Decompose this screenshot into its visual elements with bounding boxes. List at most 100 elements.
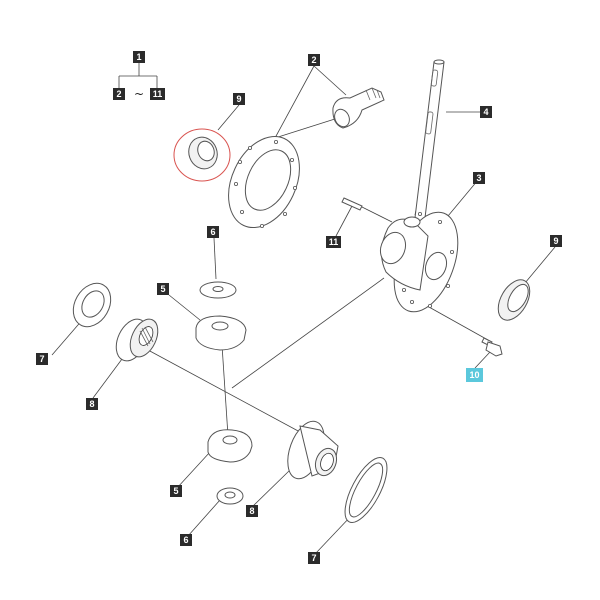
range-symbol: ~ bbox=[134, 87, 144, 101]
case-window bbox=[379, 231, 407, 265]
leader-6-bottom bbox=[187, 499, 221, 537]
callout-2[interactable]: 2 bbox=[308, 54, 320, 66]
callout-1-label: 1 bbox=[136, 52, 141, 62]
bolt-part-10 bbox=[481, 337, 503, 357]
callout-8-left[interactable]: 8 bbox=[86, 398, 98, 410]
leader-9-top bbox=[217, 104, 240, 131]
leader-10-axis bbox=[419, 301, 489, 341]
washer-7-left-inner bbox=[81, 290, 105, 318]
gear-8-left-teeth bbox=[139, 326, 154, 347]
differential-case-part-3 bbox=[379, 211, 459, 313]
case-bore bbox=[424, 251, 448, 281]
leader-6-top bbox=[213, 237, 217, 280]
callout-5-top[interactable]: 5 bbox=[157, 283, 169, 295]
callout-5-top-label: 5 bbox=[160, 284, 165, 294]
seal-part-9-top bbox=[173, 128, 231, 182]
pin-part-11 bbox=[341, 197, 363, 211]
gear-5-bottom-hub bbox=[222, 435, 238, 445]
highlight-ring bbox=[173, 128, 231, 182]
callout-10-label: 10 bbox=[469, 370, 479, 380]
callout-11-group[interactable]: 11 bbox=[150, 88, 165, 100]
washer-part-6-top bbox=[199, 281, 237, 299]
callout-5-bottom-label: 5 bbox=[173, 486, 178, 496]
callout-7-bottom[interactable]: 7 bbox=[308, 552, 320, 564]
leader-2-ring bbox=[274, 65, 315, 139]
leader-11 bbox=[335, 205, 353, 237]
callout-9-top-label: 9 bbox=[236, 94, 241, 104]
gear-8-bottom-spline bbox=[320, 452, 334, 472]
gear-5-top-body bbox=[195, 315, 247, 351]
callout-10-highlighted[interactable]: 10 bbox=[466, 368, 483, 382]
callout-3[interactable]: 3 bbox=[473, 172, 485, 184]
leader-5-top bbox=[168, 294, 201, 321]
case-bolt-holes bbox=[401, 211, 454, 308]
callout-4[interactable]: 4 bbox=[480, 106, 492, 118]
leader-axis-gear bbox=[147, 349, 301, 433]
bolt-head bbox=[485, 341, 503, 357]
callout-2-group[interactable]: 2 bbox=[113, 88, 125, 100]
shaft-end bbox=[433, 59, 445, 65]
leader-11-pin bbox=[359, 205, 393, 223]
leader-2-pinion bbox=[313, 65, 347, 96]
leader-lines bbox=[51, 63, 556, 554]
gear-5-top-hub bbox=[211, 321, 229, 331]
callout-1[interactable]: 1 bbox=[133, 51, 145, 63]
washer-part-6-bottom bbox=[216, 487, 244, 505]
callout-6-bottom-label: 6 bbox=[183, 535, 188, 545]
side-gear-part-8-bottom bbox=[287, 420, 339, 480]
callout-9-right-label: 9 bbox=[553, 236, 558, 246]
shaft-slot-2 bbox=[425, 111, 434, 135]
seal-part-9-right bbox=[497, 279, 531, 321]
leader-2-link bbox=[274, 117, 339, 139]
gear-5-bottom-body bbox=[207, 429, 253, 463]
callout-3-label: 3 bbox=[476, 173, 481, 183]
ring-gear-inner bbox=[244, 149, 292, 211]
leader-8-left bbox=[92, 354, 126, 399]
washer-6-top-inner bbox=[212, 286, 224, 292]
gear-part-5-bottom bbox=[207, 429, 253, 463]
callout-11-label: 11 bbox=[329, 237, 339, 247]
shaft-slot-1 bbox=[430, 69, 439, 87]
case-boss bbox=[403, 216, 421, 228]
callout-8-bottom-label: 8 bbox=[249, 506, 254, 516]
pinion-threads bbox=[365, 87, 381, 101]
seal-inner bbox=[197, 140, 215, 162]
shaft-body bbox=[413, 61, 445, 227]
thrust-washer-part-7-left bbox=[72, 282, 112, 328]
washer-7-bottom-inner bbox=[348, 462, 384, 518]
leader-axis-diagonal bbox=[231, 277, 385, 389]
callout-7-left[interactable]: 7 bbox=[36, 353, 48, 365]
callout-8-bottom[interactable]: 8 bbox=[246, 505, 258, 517]
ring-gear-part-2 bbox=[228, 135, 300, 229]
leader-9-right bbox=[524, 246, 556, 284]
side-gear-part-8-left bbox=[115, 318, 159, 362]
callout-9-top[interactable]: 9 bbox=[233, 93, 245, 105]
callout-2-group-label: 2 bbox=[116, 89, 121, 99]
callout-7-left-label: 7 bbox=[39, 354, 44, 364]
gear-part-5-top bbox=[195, 315, 247, 351]
callout-5-bottom[interactable]: 5 bbox=[170, 485, 182, 497]
leader-10 bbox=[474, 351, 491, 369]
callout-6-top[interactable]: 6 bbox=[207, 226, 219, 238]
pinion-shaft-part-2 bbox=[332, 87, 385, 129]
callout-11-group-label: 11 bbox=[153, 89, 163, 99]
washer-6-bottom-inner bbox=[224, 491, 236, 499]
ring-gear-bolt-holes bbox=[233, 139, 297, 228]
callout-6-top-label: 6 bbox=[210, 227, 215, 237]
leader-8-bottom bbox=[252, 469, 291, 507]
callout-6-bottom[interactable]: 6 bbox=[180, 534, 192, 546]
pinion-gear-face bbox=[334, 108, 350, 128]
leader-5-bottom bbox=[176, 451, 211, 489]
callout-11[interactable]: 11 bbox=[326, 236, 341, 248]
callout-7-bottom-label: 7 bbox=[311, 553, 316, 563]
callout-9-right[interactable]: 9 bbox=[550, 235, 562, 247]
thrust-washer-part-7-bottom bbox=[344, 457, 388, 523]
leader-7-bottom bbox=[315, 514, 353, 554]
callout-4-label: 4 bbox=[483, 107, 488, 117]
leader-axis-vertical bbox=[221, 344, 229, 437]
leader-3 bbox=[447, 179, 479, 217]
seal-right-inner bbox=[507, 283, 529, 313]
pin-body bbox=[341, 197, 363, 211]
